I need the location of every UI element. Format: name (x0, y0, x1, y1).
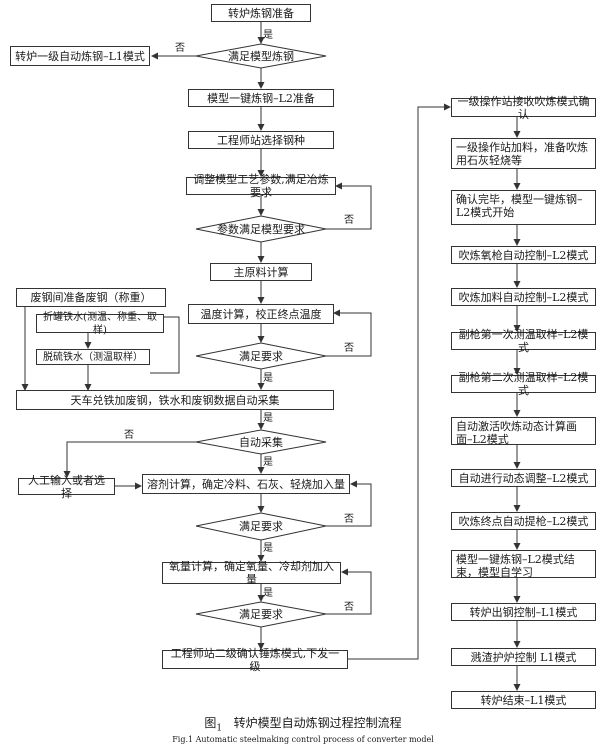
box-temp: 温度计算，校正终点温度 (188, 304, 334, 324)
label-no-req3: 否 (344, 602, 354, 613)
label-no-param: 否 (344, 215, 354, 226)
label-no-req2: 否 (344, 514, 354, 525)
box-r9: 自动进行动态调整–L2模式 (451, 469, 596, 487)
decision-req3-text: 满足要求 (239, 608, 283, 621)
loop-param-adjust (326, 182, 372, 230)
label-no-req1: 否 (344, 343, 354, 354)
figure-caption-en: Fig.1 Automatic steelmaking control proc… (172, 735, 434, 744)
figure-caption-cn: 图1 转炉模型自动炼钢过程控制流程 (204, 716, 402, 734)
loop-req2-slag (326, 480, 372, 527)
box-r12: 转炉出钢控制–L1模式 (451, 603, 596, 621)
box-crane: 天车兑铁加废钢，铁水和废钢数据自动采集 (16, 390, 334, 410)
box-r13: 溅渣护炉控制 L1模式 (451, 648, 596, 666)
decision-param-text: 参数满足模型要求 (217, 223, 305, 236)
label-yes-auto: 是 (263, 457, 273, 468)
box-l1-left: 转炉一级自动炼钢–L1模式 (10, 46, 150, 66)
decision-req3-shape (195, 601, 327, 628)
box-adjust: 调整模型工艺参数,满足冶炼要求 (186, 173, 336, 199)
box-l2-prep: 模型一键炼钢–L2准备 (188, 89, 334, 107)
decision-req1-shape (195, 342, 327, 370)
box-scrap: 废钢间准备废钢（称重） (16, 288, 166, 307)
box-r7: 副枪第二次测温取样–L2模式 (451, 371, 596, 397)
label-yes-req2: 是 (263, 543, 273, 554)
box-r1: 一级操作站接收吹炼模式确认 (451, 95, 596, 121)
decision-req1-text: 满足要求 (239, 350, 283, 363)
decision-req2-text: 满足要求 (239, 520, 283, 533)
box-slag: 溶剂计算，确定冷料、石灰、轻烧加入量 (142, 474, 350, 494)
box-r10: 吹炼终点自动提枪–L2模式 (451, 512, 596, 530)
label-yes-oxygen: 是 (263, 588, 273, 599)
decision-auto-text: 自动采集 (239, 436, 283, 449)
box-select: 工程师站选择钢种 (188, 131, 334, 149)
label-no-auto: 否 (124, 430, 134, 441)
box-iron: 折罐铁水(测温、称重、取样) (36, 312, 164, 336)
box-r8: 自动激活吹炼动态计算画面–L2模式 (451, 417, 596, 446)
label-no-model: 否 (175, 43, 185, 54)
box-r3: 确认完毕，模型一键炼钢–L2模式开始 (451, 190, 596, 225)
label-yes-req1: 是 (263, 373, 273, 384)
decision-param-shape (195, 215, 327, 243)
box-main-calc: 主原料计算 (210, 263, 312, 281)
box-prep: 转炉炼钢准备 (211, 4, 311, 22)
box-r2: 一级操作站加料，准备吹炼用石灰轻烧等 (451, 138, 596, 169)
label-yes-model: 是 (263, 30, 273, 41)
loop-req1-temp (326, 309, 372, 357)
label-yes-crane: 是 (263, 413, 273, 424)
decision-req2-shape (195, 512, 327, 541)
box-r4: 吹炼氧枪自动控制–L2模式 (451, 246, 596, 264)
box-send: 工程师站二级确认锤炼模式,下发一级 (162, 647, 348, 673)
decision-model-shape (195, 43, 327, 69)
box-r6: 副枪第一次测温取样–L2模式 (451, 328, 596, 354)
box-oxygen: 氧量计算，确定氧量、冷却剂加入量 (162, 560, 341, 586)
box-r11: 模型一键炼钢–L2模式结束，模型自学习 (451, 550, 596, 579)
arrow-auto-no (63, 441, 196, 478)
loop-req3-oxygen (326, 568, 372, 615)
arrow-send-to-right (348, 103, 451, 660)
box-r5: 吹炼加料自动控制–L2模式 (451, 288, 596, 306)
box-desulf: 脱硫铁水（测温取样） (36, 349, 150, 365)
frame-iron-line (150, 316, 180, 374)
box-r14: 转炉结束–L1模式 (451, 691, 596, 709)
box-manual: 人工输入或者选择 (18, 474, 115, 500)
decision-model-text: 满足模型炼钢 (228, 50, 294, 63)
decision-auto-shape (195, 429, 327, 455)
